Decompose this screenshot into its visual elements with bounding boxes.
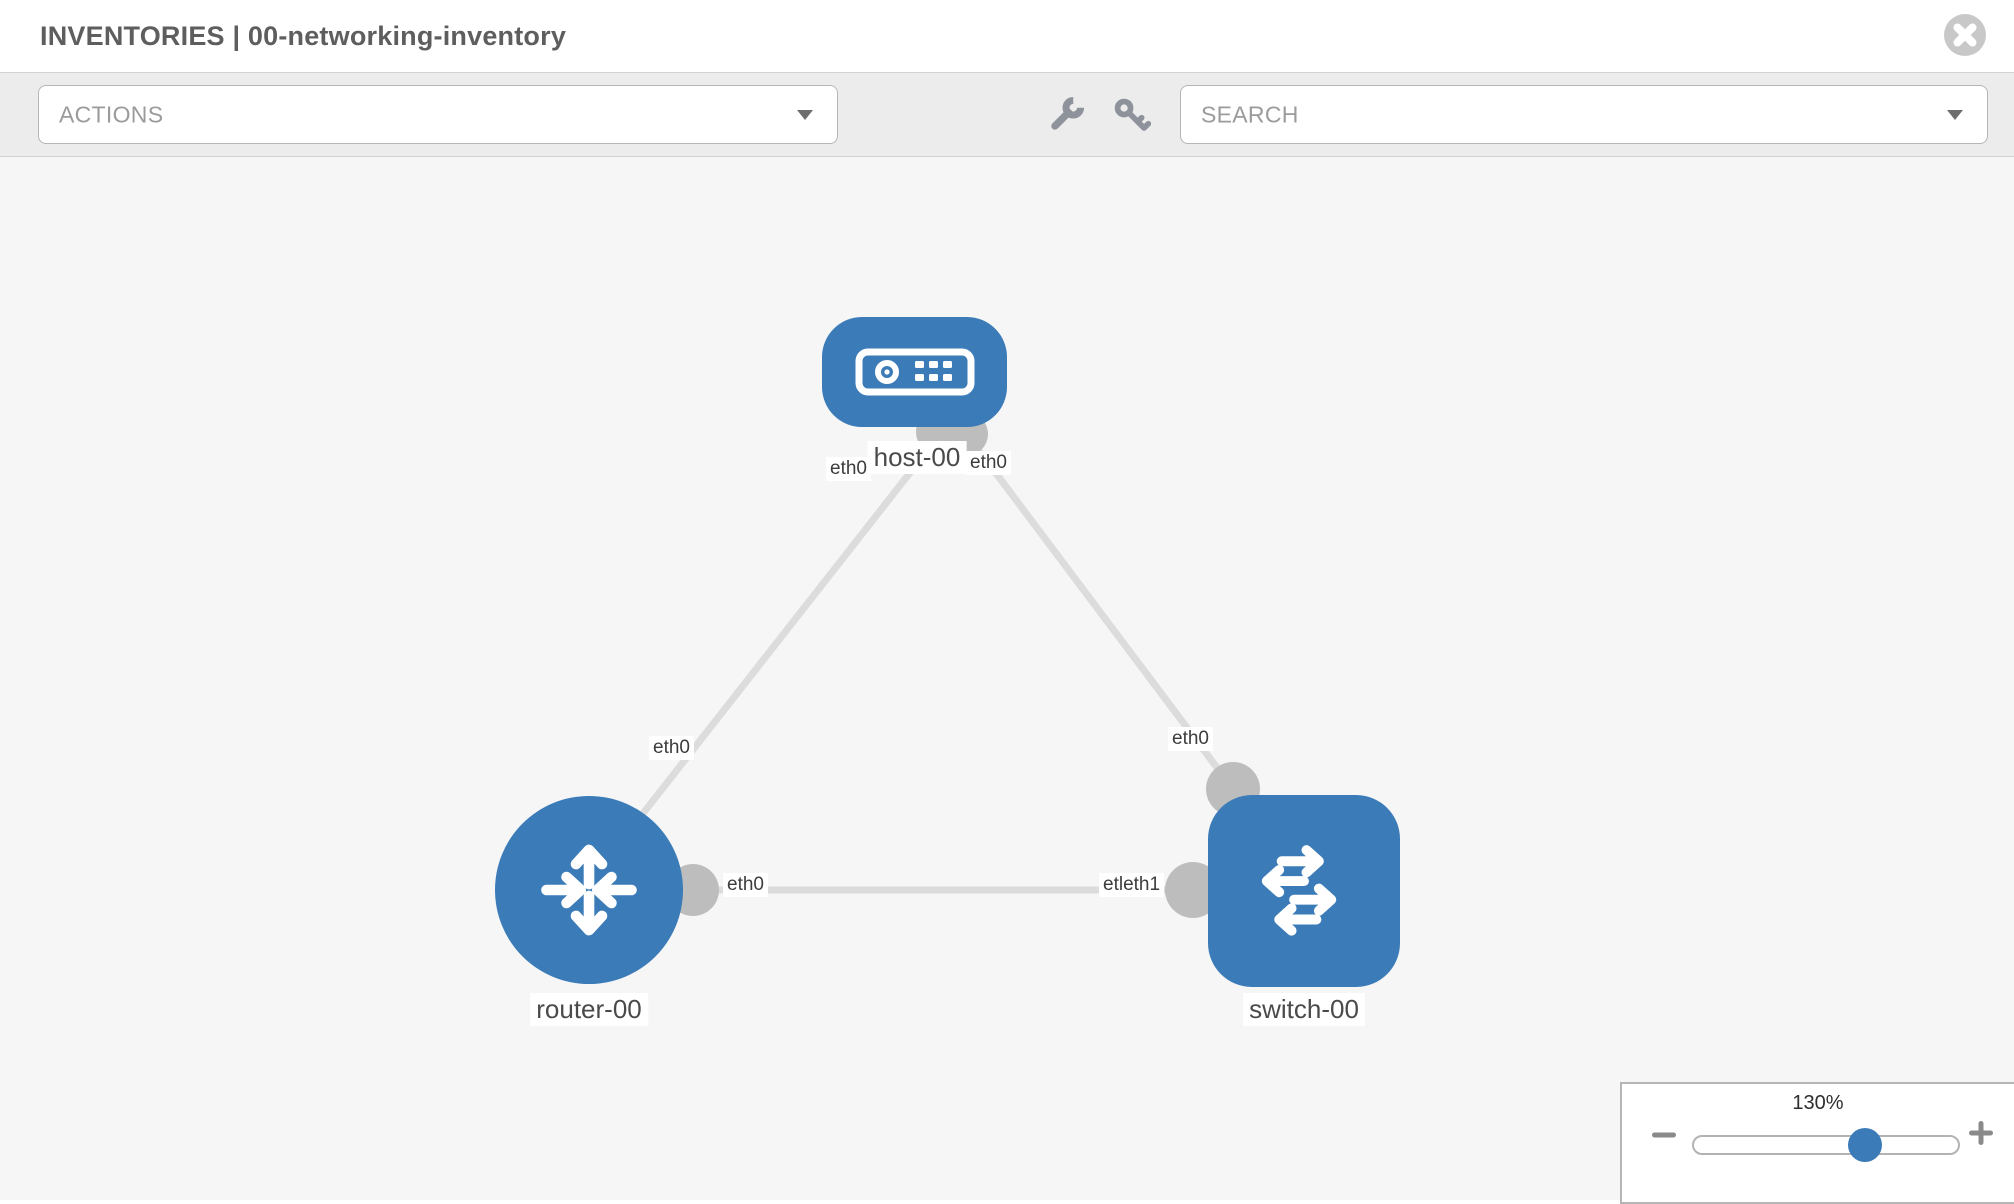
header: INVENTORIES | 00-networking-inventory — [0, 0, 2014, 72]
close-button[interactable] — [1944, 14, 1986, 56]
zoom-out-button[interactable] — [1651, 1122, 1677, 1148]
node-router-00[interactable] — [495, 796, 683, 984]
actions-dropdown[interactable]: ACTIONS — [38, 85, 838, 144]
credentials-button[interactable] — [1112, 95, 1152, 135]
host-icon — [855, 348, 974, 396]
node-switch-00[interactable] — [1208, 795, 1400, 987]
router-icon — [541, 844, 637, 936]
plus-icon — [1969, 1121, 1993, 1145]
zoom-level-value: 130% — [1792, 1092, 1844, 1114]
search-dropdown[interactable]: SEARCH — [1180, 85, 1988, 144]
chevron-down-icon — [1947, 109, 1963, 120]
port-label-host-left: eth0 — [826, 457, 871, 481]
node-host-00[interactable] — [822, 317, 1007, 427]
topology-canvas[interactable] — [0, 157, 2014, 1200]
actions-dropdown-label: ACTIONS — [59, 101, 164, 127]
close-icon — [1953, 23, 1977, 47]
port-label-switch-left: etleth1 — [1099, 873, 1165, 897]
search-dropdown-label: SEARCH — [1201, 101, 1299, 127]
topology-link-host-router[interactable] — [627, 425, 948, 833]
node-label-host[interactable]: host-00 — [867, 441, 967, 474]
configure-button[interactable] — [1046, 95, 1086, 135]
port-label-router-right: eth0 — [723, 873, 768, 897]
toolbar: ACTIONS SEARCH — [0, 72, 2014, 157]
port-label-router-top: eth0 — [649, 736, 694, 760]
chevron-down-icon — [797, 109, 813, 120]
page-title: INVENTORIES | 00-networking-inventory — [40, 21, 567, 51]
switch-icon — [1261, 845, 1337, 936]
port-label-switch-top: eth0 — [1168, 727, 1213, 751]
port-label-host-right: eth0 — [966, 451, 1011, 475]
zoom-in-button[interactable] — [1968, 1120, 1994, 1146]
node-label-switch[interactable]: switch-00 — [1243, 993, 1365, 1026]
interface-connector[interactable] — [1165, 862, 1221, 918]
wrench-icon — [1051, 96, 1085, 130]
zoom-slider-track[interactable] — [1692, 1135, 1960, 1155]
key-icon — [1114, 98, 1151, 131]
node-label-router[interactable]: router-00 — [530, 993, 648, 1026]
zoom-panel: 130% — [1620, 1082, 2014, 1204]
zoom-slider-knob[interactable] — [1848, 1128, 1882, 1162]
minus-icon — [1652, 1132, 1676, 1138]
